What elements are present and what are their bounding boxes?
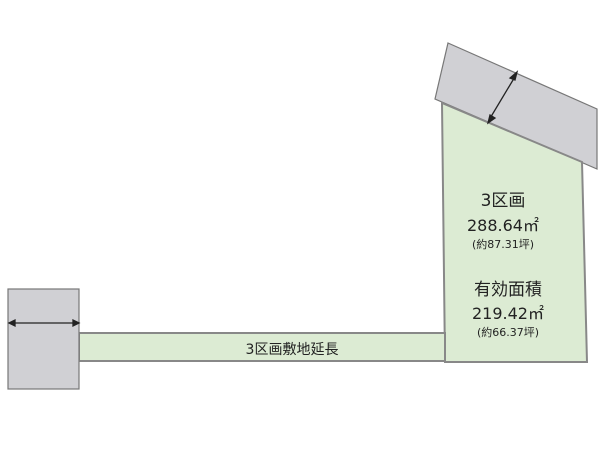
effective-area-tsubo: (約66.37坪) xyxy=(476,326,540,339)
road-left xyxy=(7,288,80,390)
road-width-arrow-left xyxy=(7,318,81,328)
access-strip xyxy=(78,332,446,362)
plot-area xyxy=(440,101,589,363)
plot-area-tsubo: (約87.31坪) xyxy=(471,238,535,251)
effective-area-value: 219.42㎡ xyxy=(472,304,544,323)
road-width-arrow-top xyxy=(486,70,519,125)
plot-name: 3区画 xyxy=(480,191,526,211)
effective-area-label: 有効面積 xyxy=(474,280,542,300)
plot-area-value: 288.64㎡ xyxy=(467,216,539,235)
access-strip-label: 3区画敷地延長 xyxy=(245,342,339,358)
road-top xyxy=(434,42,598,170)
